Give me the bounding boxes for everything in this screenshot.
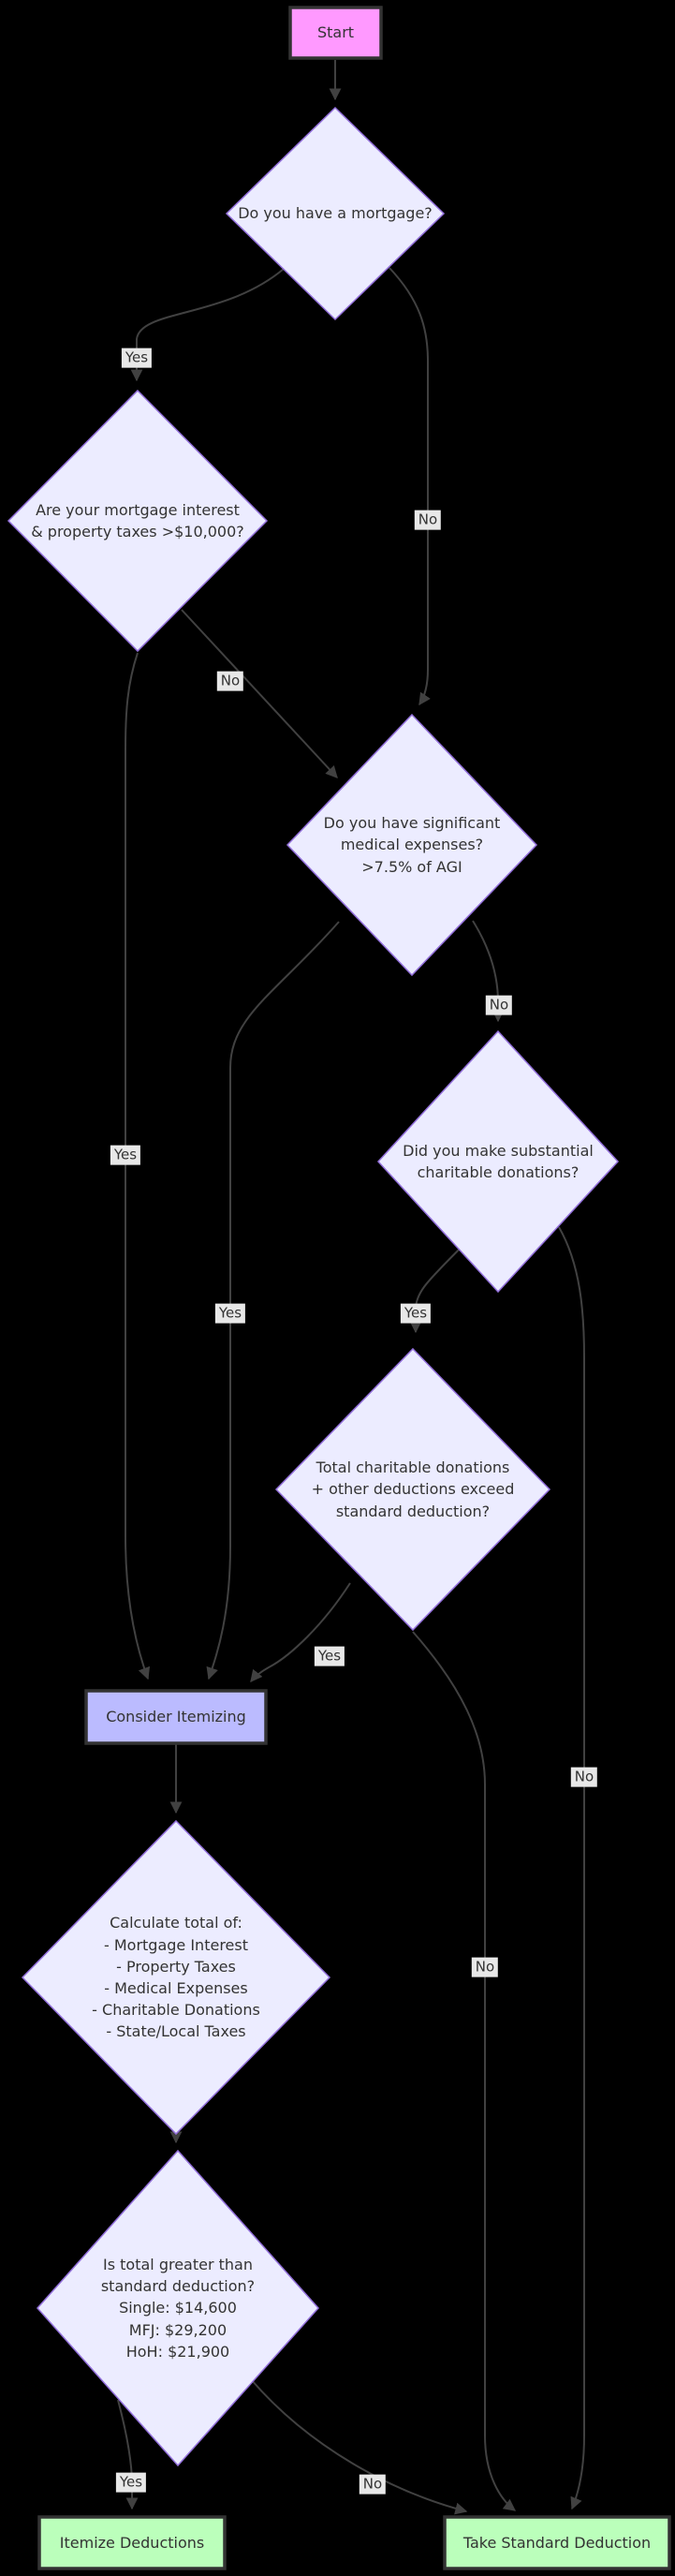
edge-label-mortgage-yes: Yes	[121, 348, 153, 368]
node-itemize-shape	[37, 2515, 227, 2570]
edge-label-mortgage-no: No	[414, 510, 442, 530]
node-calculate-shape	[21, 1819, 331, 2136]
edge-charitable-no-standard	[558, 1226, 585, 2510]
edge-salt-no-medical	[181, 609, 338, 778]
edge-label-charitable-no: No	[570, 1767, 598, 1787]
edge-salt-yes-consider	[125, 652, 151, 1680]
edge-threshold-yes-itemize	[117, 2399, 139, 2510]
edge-mortgage-no-medical	[389, 267, 431, 706]
node-consider-shape	[84, 1689, 268, 1745]
edge-label-salt-no: No	[216, 671, 244, 691]
node-standard-shape	[443, 2515, 671, 2570]
edge-label-salt-yes: Yes	[110, 1145, 141, 1165]
edges	[117, 60, 585, 2515]
node-shapes	[7, 6, 671, 2570]
node-salt-shape	[7, 389, 269, 653]
edge-mortgage-yes-salt	[130, 268, 285, 382]
node-start-shape	[288, 6, 383, 60]
edge-label-threshold-no: No	[359, 2474, 387, 2495]
node-threshold-shape	[36, 2149, 320, 2467]
edge-label-charitable-yes: Yes	[400, 1303, 432, 1324]
edge-label-total-no: No	[471, 1957, 499, 1977]
edge-label-medical-no: No	[485, 995, 513, 1015]
node-charitable-shape	[376, 1029, 620, 1294]
edge-total-no-standard	[412, 1631, 517, 2511]
edge-medical-yes-consider	[206, 921, 340, 1680]
edge-label-threshold-yes: Yes	[115, 2472, 147, 2493]
edge-total-yes-consider	[250, 1582, 351, 1683]
edge-label-total-yes: Yes	[314, 1646, 345, 1666]
node-total-exceed-shape	[274, 1347, 551, 1632]
node-mortgage-shape	[225, 106, 446, 321]
edge-label-medical-yes: Yes	[214, 1303, 246, 1324]
edge-threshold-no-standard	[250, 2378, 468, 2515]
node-medical-shape	[286, 713, 538, 977]
